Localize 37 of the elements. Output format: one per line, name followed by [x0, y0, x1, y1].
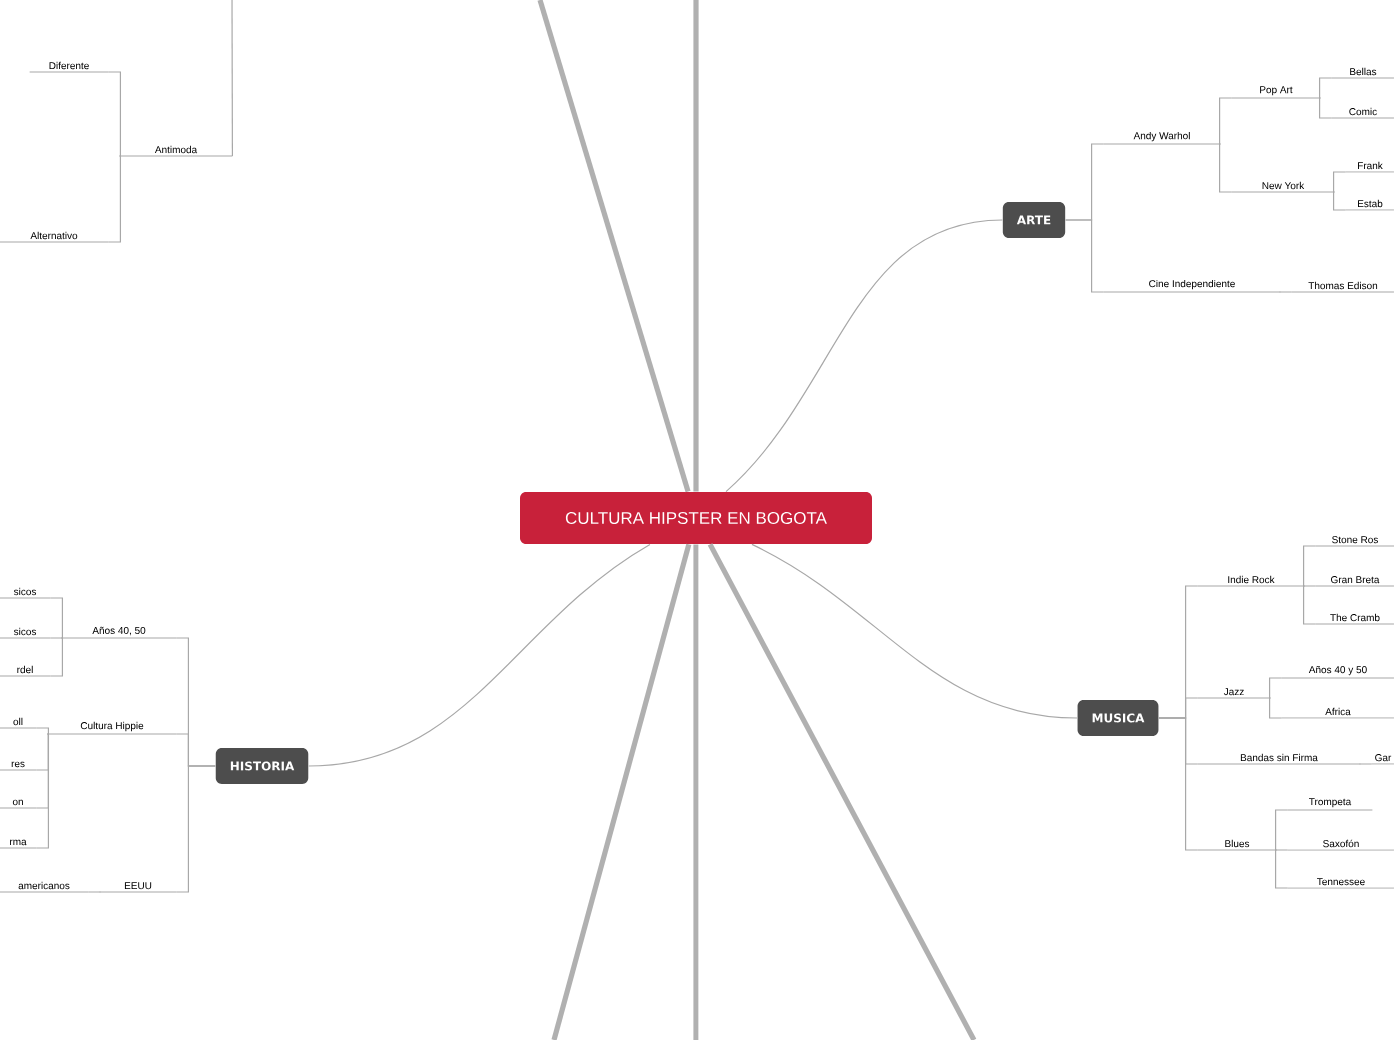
central-topic-box: CULTURA HIPSTER EN BOGOTA: [520, 492, 872, 544]
branch-line: [551, 543, 692, 1040]
connector-line: [1158, 717, 1199, 851]
connector-line: [1319, 77, 1333, 99]
connector-line: [107, 71, 121, 157]
connector-line: [1303, 585, 1317, 625]
connector-line: [1303, 585, 1317, 587]
connector-line: [1333, 191, 1347, 211]
connector-line: [175, 765, 216, 893]
branch-line: [693, 0, 699, 492]
connector-line: [87, 891, 101, 893]
branch-line: [707, 543, 977, 1040]
connector-line: [1065, 219, 1105, 293]
connector-line: [107, 155, 121, 243]
connector-line: [1333, 171, 1347, 193]
branch-line: [231, 0, 233, 157]
branch-line: [693, 544, 699, 1040]
connector-line: [1303, 545, 1317, 587]
connector-line: [1275, 849, 1289, 851]
branch-line: [725, 219, 1003, 493]
branch-line: [751, 543, 1078, 719]
branch-line: [537, 0, 691, 493]
connector-line: [1275, 809, 1289, 851]
branch-line: [308, 543, 651, 767]
connector-line: [49, 637, 63, 639]
connector-line: [1279, 291, 1293, 293]
connector-line: [49, 597, 63, 639]
connector-line: [1319, 97, 1333, 119]
connector-line: [1269, 677, 1283, 699]
connector-line: [35, 733, 49, 849]
connector-line: [35, 727, 49, 735]
connector-line: [1275, 849, 1289, 889]
connector-line: [1269, 697, 1283, 719]
connector-line: [1359, 763, 1373, 765]
connector-line: [1219, 97, 1233, 145]
connector-line: [1219, 143, 1233, 193]
connector-line: [49, 637, 63, 677]
